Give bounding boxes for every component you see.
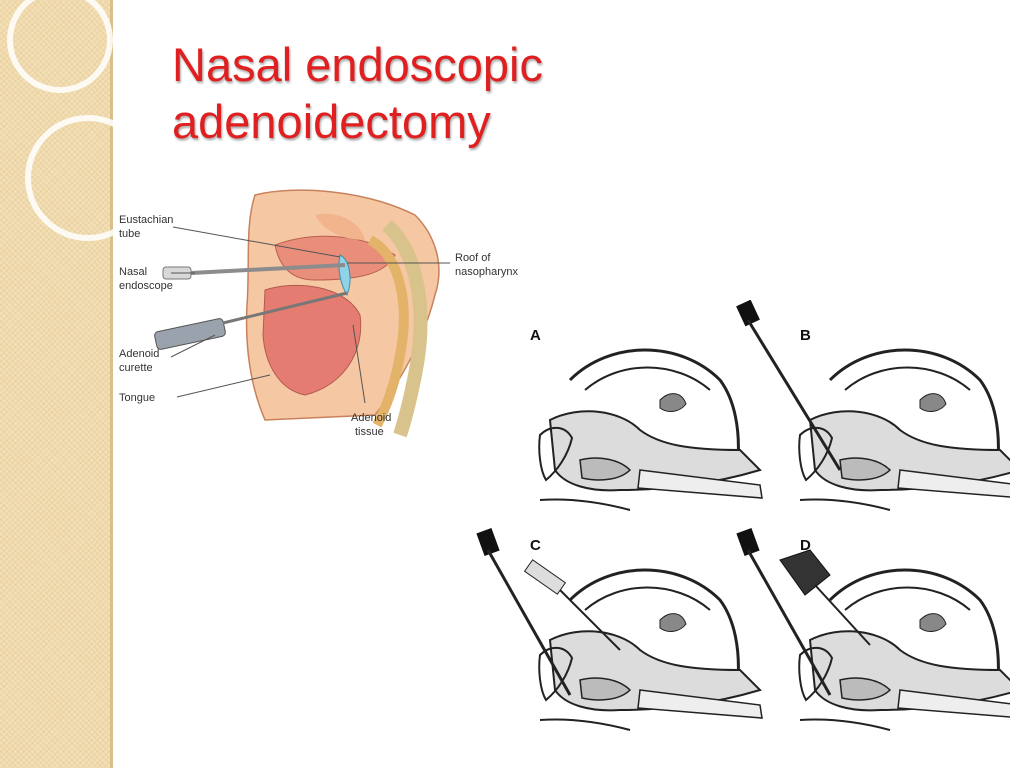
label-tongue: Tongue (119, 392, 155, 404)
decorative-circles (7, 0, 140, 241)
panel-c: C (476, 527, 764, 732)
endoscope-c (476, 527, 621, 696)
panel-d-letter: D (800, 537, 811, 554)
sidebar-divider (110, 0, 113, 768)
label-roof-1: Roof of (455, 252, 491, 264)
title-line-2: adenoidectomy (172, 95, 491, 148)
panel-a: A (530, 327, 764, 512)
label-eustachian-2: tube (119, 228, 140, 240)
endoscope-d (736, 527, 871, 696)
label-adenoid-curette-1: Adenoid (119, 348, 159, 360)
panel-d: D (736, 527, 1010, 732)
label-nasal-2: endoscope (119, 280, 173, 292)
panel-b: B (736, 300, 1010, 512)
endoscope-b (736, 300, 842, 471)
panel-a-letter: A (530, 327, 541, 344)
label-eustachian-1: Eustachian (119, 214, 173, 226)
procedure-panels: A B C D (476, 300, 1010, 732)
label-roof-2: nasopharynx (455, 266, 518, 278)
title-line-1: Nasal endoscopic (172, 38, 543, 91)
adenoid-curette-instrument (154, 291, 348, 350)
label-adenoid-curette-2: curette (119, 362, 153, 374)
panel-c-letter: C (530, 537, 541, 554)
label-adenoid-tissue-1: Adenoid (351, 412, 391, 424)
label-leader-lines (170, 226, 450, 404)
label-nasal-1: Nasal (119, 266, 147, 278)
label-adenoid-tissue-2: tissue (355, 426, 384, 438)
anatomy-illustration: Eustachian tube Nasal endoscope Adenoid … (119, 189, 518, 438)
head-cross-section (245, 189, 440, 438)
panel-b-letter: B (800, 327, 811, 344)
slide-title: Nasal endoscopic adenoidectomy (172, 36, 543, 150)
